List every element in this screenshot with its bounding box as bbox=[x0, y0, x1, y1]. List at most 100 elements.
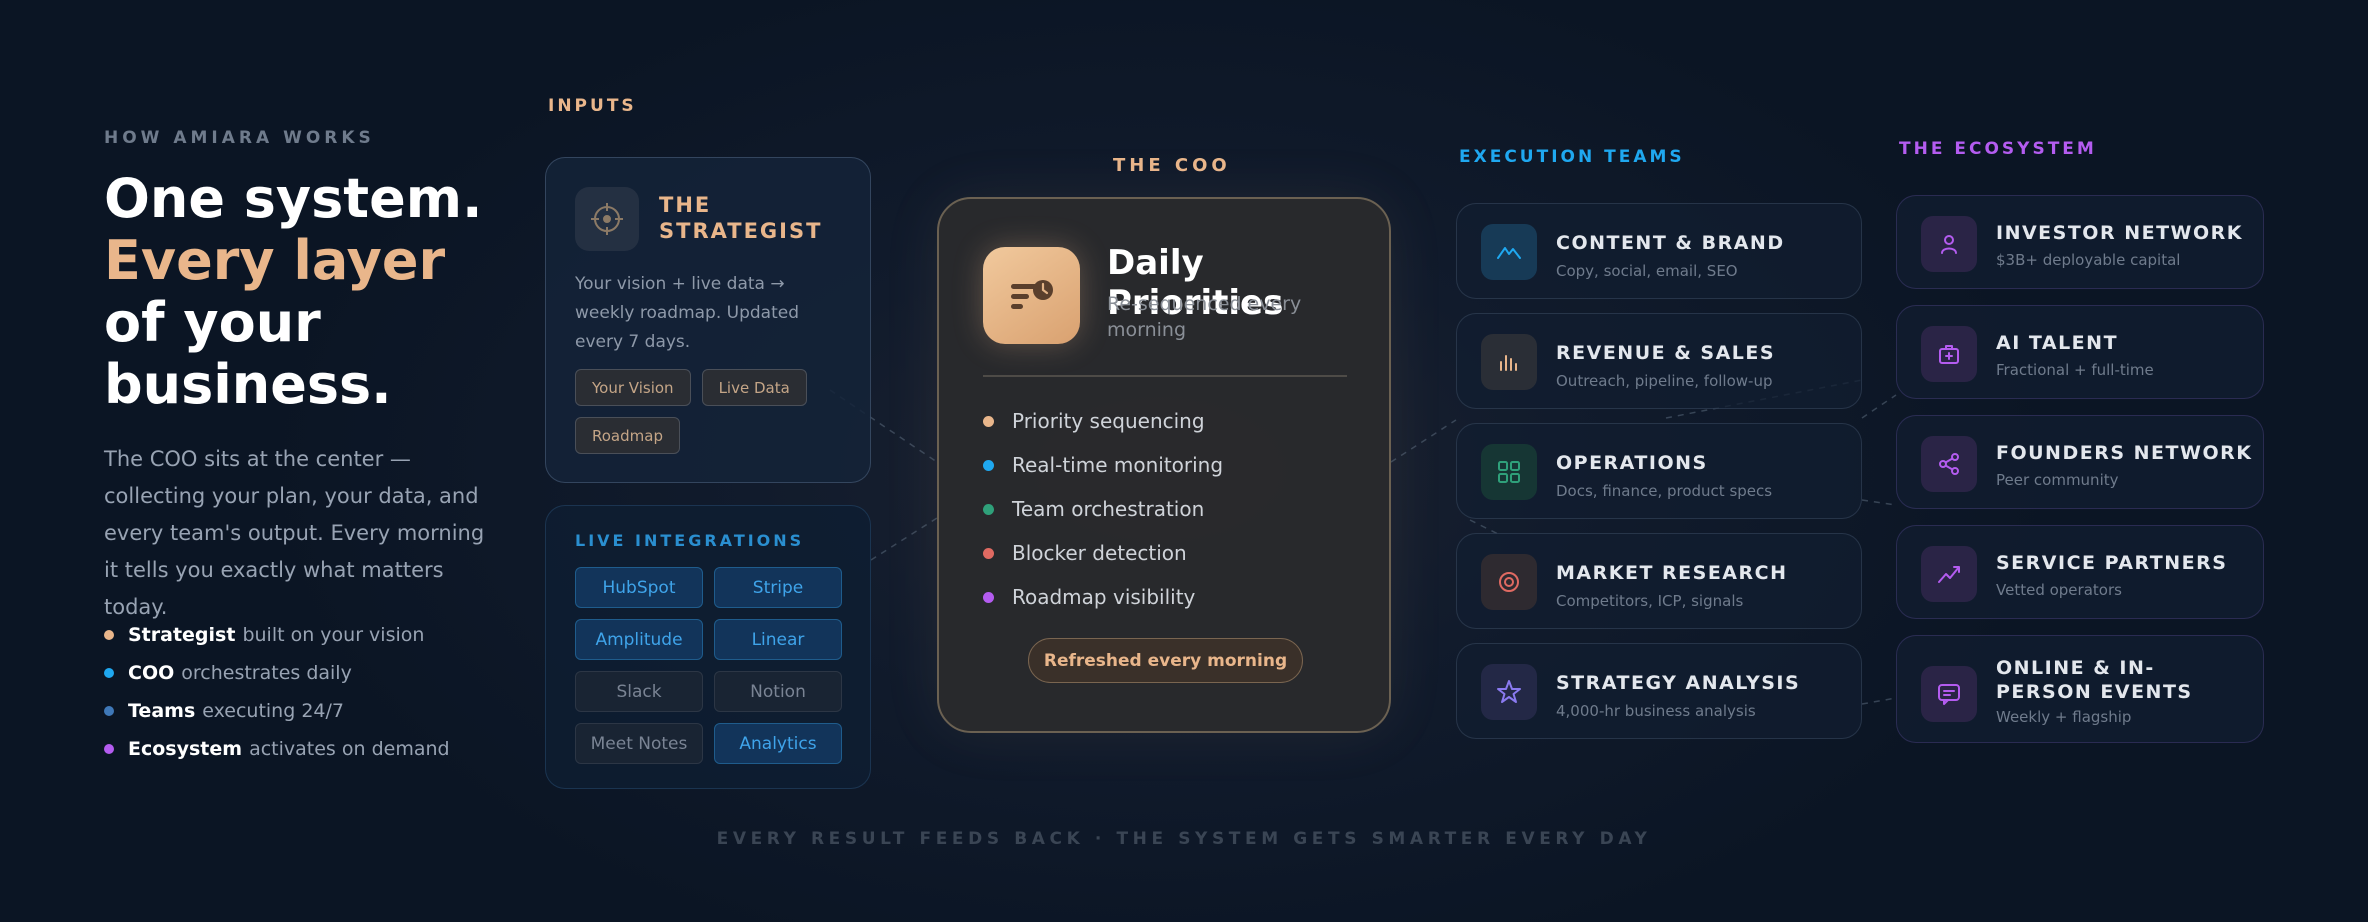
coo-capability: Priority sequencing bbox=[983, 399, 1223, 443]
target-ring-icon bbox=[1481, 554, 1537, 610]
refresh-badge[interactable]: Refreshed every morning bbox=[1028, 638, 1303, 683]
ecosystem-card-ai-talent[interactable]: AI TALENT Fractional + full-time bbox=[1896, 305, 2264, 399]
team-title: REVENUE & SALES bbox=[1556, 342, 1776, 364]
coo-capability-label: Real-time monitoring bbox=[1012, 453, 1224, 477]
team-card-strategy-analysis[interactable]: STRATEGY ANALYSIS 4,000-hr business analy… bbox=[1456, 643, 1862, 739]
team-title: MARKET RESEARCH bbox=[1556, 562, 1788, 584]
coo-capability: Roadmap visibility bbox=[983, 575, 1223, 619]
briefcase-plus-icon bbox=[1921, 326, 1977, 382]
status-dot bbox=[983, 547, 994, 559]
bullet-bold: Teams bbox=[128, 700, 196, 722]
team-subtitle: Copy, social, email, SEO bbox=[1556, 262, 1738, 280]
team-card-revenue-sales[interactable]: REVENUE & SALES Outreach, pipeline, follo… bbox=[1456, 313, 1862, 409]
bullet-text: built on your vision bbox=[242, 624, 425, 646]
lede: The COO sits at the center — collecting … bbox=[104, 447, 485, 619]
ecosystem-card-investor-network[interactable]: INVESTOR NETWORK $3B+ deployable capital bbox=[1896, 195, 2264, 289]
integration-analytics[interactable]: Analytics bbox=[714, 723, 842, 764]
bullet-teams: Teams executing 24/7 bbox=[104, 692, 524, 730]
ecosystem-subtitle: $3B+ deployable capital bbox=[1996, 251, 2181, 269]
integration-meet-notes[interactable]: Meet Notes bbox=[575, 723, 703, 764]
grid-icon bbox=[1481, 444, 1537, 500]
mountain-peak-icon bbox=[1481, 224, 1537, 280]
live-integrations-title: LIVE INTEGRATIONS bbox=[575, 531, 805, 550]
coo-title: Daily Priorities bbox=[1107, 243, 1284, 323]
person-icon bbox=[1921, 216, 1977, 272]
target-icon bbox=[575, 187, 639, 251]
execution-teams-label: EXECUTION TEAMS bbox=[1459, 147, 1685, 167]
status-dot bbox=[983, 459, 994, 471]
team-subtitle: Docs, finance, product specs bbox=[1556, 482, 1773, 500]
team-title: OPERATIONS bbox=[1556, 452, 1708, 474]
coo-capability: Team orchestration bbox=[983, 487, 1223, 531]
inputs-label: INPUTS bbox=[548, 96, 637, 116]
bullet-bold: COO bbox=[128, 662, 175, 684]
team-subtitle: Outreach, pipeline, follow-up bbox=[1556, 372, 1773, 390]
chip-live-data[interactable]: Live Data bbox=[701, 369, 807, 406]
ecosystem-title: INVESTOR NETWORK bbox=[1996, 222, 2243, 244]
coo-subtitle: Re-sequenced every morning bbox=[1107, 293, 1302, 341]
ecosystem-title: SERVICE PARTNERS bbox=[1996, 552, 2228, 574]
ecosystem-card-service-partners[interactable]: SERVICE PARTNERS Vetted operators bbox=[1896, 525, 2264, 619]
coo-card[interactable]: Daily Priorities Re-sequenced every morn… bbox=[937, 197, 1391, 733]
coo-capability-label: Roadmap visibility bbox=[1012, 585, 1196, 609]
ecosystem-title: AI TALENT bbox=[1996, 332, 2119, 354]
team-title: CONTENT & BRAND bbox=[1556, 232, 1785, 254]
integration-stripe[interactable]: Stripe bbox=[714, 567, 842, 608]
bullet-text: activates on demand bbox=[249, 738, 450, 760]
headline-line-3: of your bbox=[104, 291, 321, 354]
divider bbox=[983, 375, 1347, 377]
headline-line-2: Every layer bbox=[104, 229, 446, 292]
share-nodes-icon bbox=[1921, 436, 1977, 492]
ecosystem-label: THE ECOSYSTEM bbox=[1899, 139, 2097, 159]
team-card-operations[interactable]: OPERATIONS Docs, finance, product specs bbox=[1456, 423, 1862, 519]
headline-line-1: One system. bbox=[104, 167, 483, 230]
bullet-coo: COO orchestrates daily bbox=[104, 654, 524, 692]
integration-slack[interactable]: Slack bbox=[575, 671, 703, 712]
coo-capability-label: Blocker detection bbox=[1012, 541, 1187, 565]
coo-label: THE COO bbox=[1113, 155, 1231, 176]
ecosystem-subtitle: Vetted operators bbox=[1996, 581, 2122, 599]
priority-list-clock-icon bbox=[983, 247, 1080, 344]
chip-your-vision[interactable]: Your Vision bbox=[575, 369, 691, 406]
chip-roadmap[interactable]: Roadmap bbox=[575, 417, 680, 454]
bar-chart-icon bbox=[1481, 334, 1537, 390]
ecosystem-subtitle: Weekly + flagship bbox=[1996, 708, 2132, 726]
ecosystem-card-founders-network[interactable]: FOUNDERS NETWORK Peer community bbox=[1896, 415, 2264, 509]
team-card-market-research[interactable]: MARKET RESEARCH Competitors, ICP, signals bbox=[1456, 533, 1862, 629]
strategist-card[interactable]: THE STRATEGIST Your vision + live data →… bbox=[545, 157, 871, 483]
strategist-description: Your vision + live data → weekly roadmap… bbox=[575, 274, 800, 352]
status-dot bbox=[983, 415, 994, 427]
ecosystem-title: FOUNDERS NETWORK bbox=[1996, 442, 2253, 464]
integration-amplitude[interactable]: Amplitude bbox=[575, 619, 703, 660]
team-subtitle: 4,000-hr business analysis bbox=[1556, 702, 1756, 720]
bullet-dot bbox=[104, 630, 114, 640]
headline: One system. Every layer of your business… bbox=[104, 168, 524, 416]
coo-capability: Blocker detection bbox=[983, 531, 1223, 575]
integration-hubspot[interactable]: HubSpot bbox=[575, 567, 703, 608]
status-dot bbox=[983, 503, 994, 515]
strategist-title: THE STRATEGIST bbox=[659, 193, 823, 243]
status-dot bbox=[983, 591, 994, 603]
integration-linear[interactable]: Linear bbox=[714, 619, 842, 660]
bullet-dot bbox=[104, 668, 114, 678]
ecosystem-card-online-in-person-events[interactable]: ONLINE & IN-PERSON EVENTS Weekly + flagsh… bbox=[1896, 635, 2264, 743]
ecosystem-subtitle: Peer community bbox=[1996, 471, 2119, 489]
team-title: STRATEGY ANALYSIS bbox=[1556, 672, 1801, 694]
integration-notion[interactable]: Notion bbox=[714, 671, 842, 712]
star-icon bbox=[1481, 664, 1537, 720]
ecosystem-title: ONLINE & IN-PERSON EVENTS bbox=[1996, 657, 2193, 703]
team-subtitle: Competitors, ICP, signals bbox=[1556, 592, 1744, 610]
coo-capability: Real-time monitoring bbox=[983, 443, 1223, 487]
ecosystem-subtitle: Fractional + full-time bbox=[1996, 361, 2154, 379]
eyebrow: HOW AMIARA WORKS bbox=[104, 128, 375, 148]
chat-bubble-icon bbox=[1921, 666, 1977, 722]
bullet-text: orchestrates daily bbox=[181, 662, 352, 684]
coo-capability-label: Priority sequencing bbox=[1012, 409, 1205, 433]
team-card-content-brand[interactable]: CONTENT & BRAND Copy, social, email, SEO bbox=[1456, 203, 1862, 299]
bullet-text: executing 24/7 bbox=[202, 700, 344, 722]
